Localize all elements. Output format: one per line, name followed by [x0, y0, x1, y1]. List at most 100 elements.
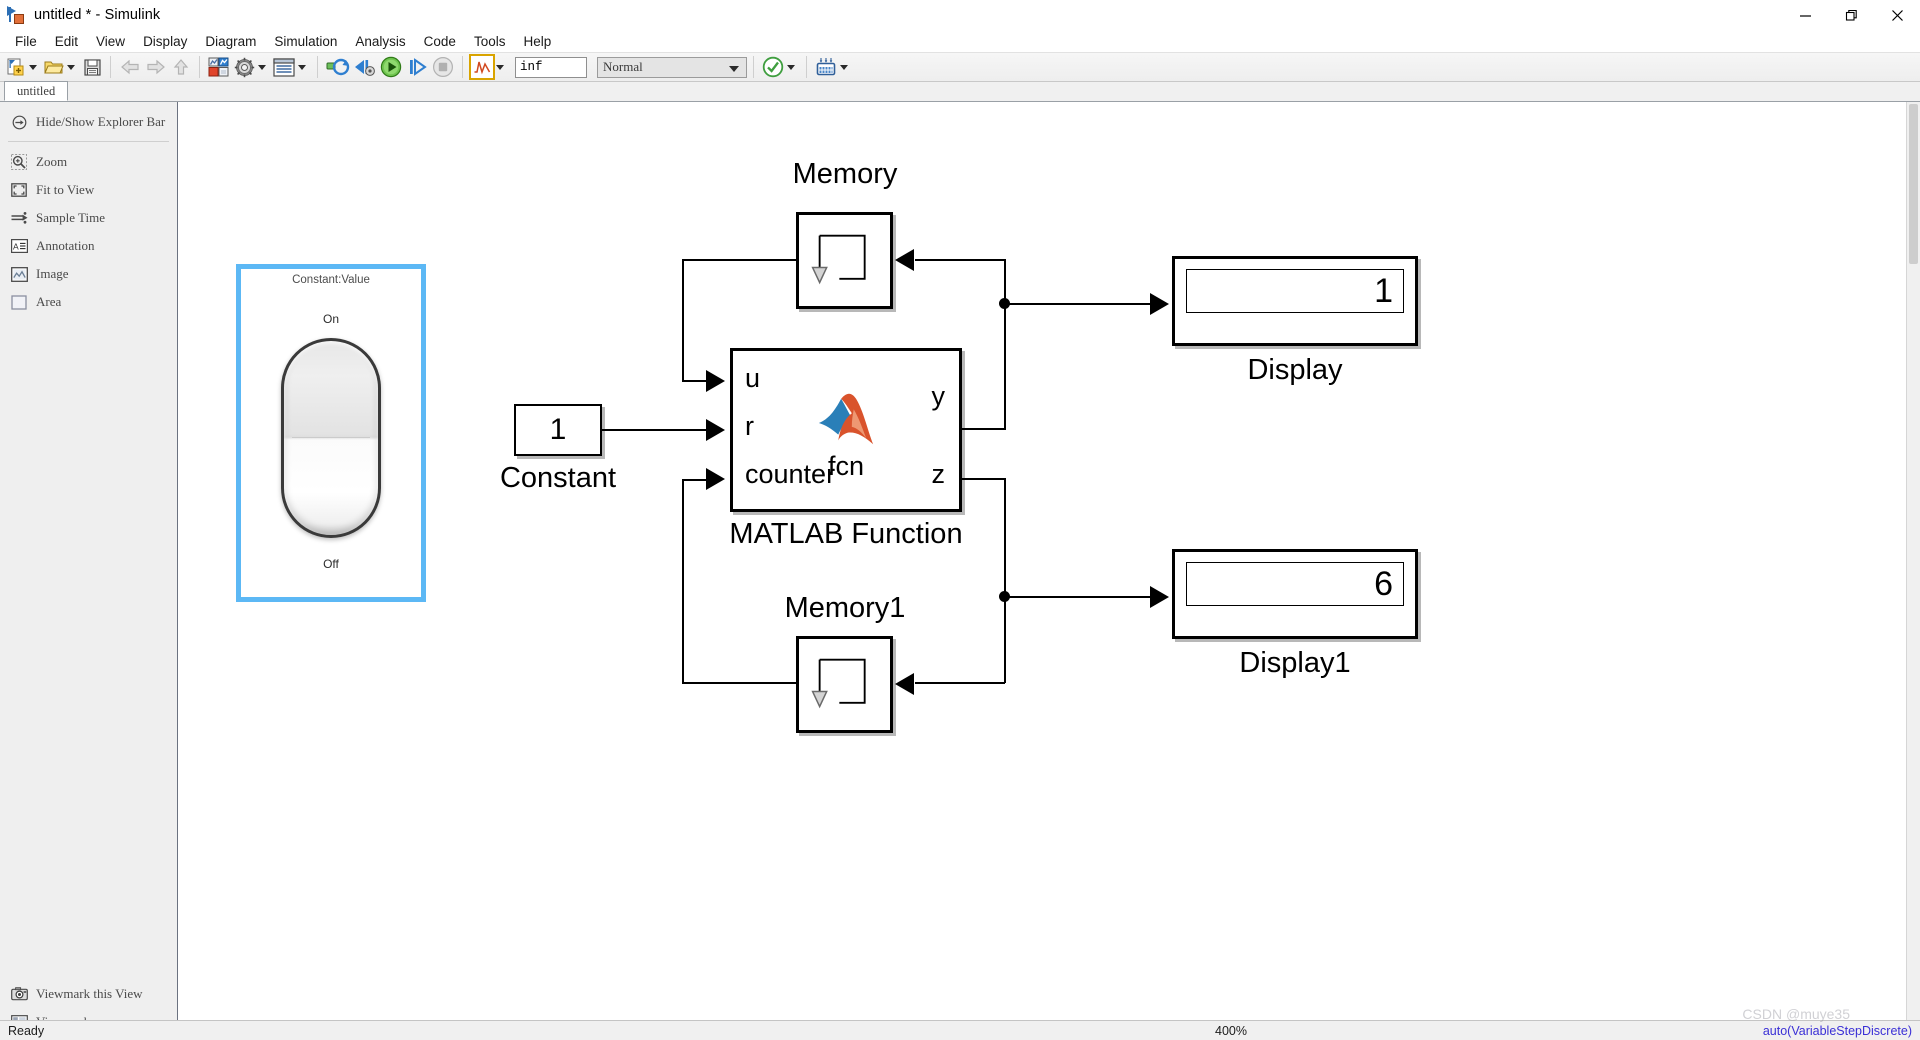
sample-time-icon [10, 209, 28, 227]
sample-time-dropdown-caret[interactable] [840, 64, 848, 70]
wire-memory1-out [682, 682, 797, 684]
wire-memory-to-u [682, 380, 708, 382]
sidebar-label: Zoom [36, 154, 68, 169]
display1-value-field: 6 [1186, 562, 1404, 606]
new-model-dropdown-caret[interactable] [29, 64, 37, 70]
forward-arrow-icon[interactable] [143, 54, 169, 80]
constant-value: 1 [549, 413, 567, 446]
sidebar-item-viewmark-this-view[interactable]: Viewmark this View [0, 980, 177, 1008]
step-forward-icon[interactable] [404, 54, 430, 80]
toolbar-separator-4 [462, 56, 463, 78]
solver-status[interactable]: auto(VariableStepDiscrete) [1762, 1023, 1912, 1038]
open-folder-icon[interactable] [42, 54, 66, 80]
save-icon[interactable] [80, 54, 104, 80]
explorer-divider [8, 141, 169, 142]
close-button[interactable] [1874, 0, 1920, 30]
menu-edit[interactable]: Edit [54, 33, 79, 49]
block-memory1[interactable] [796, 636, 893, 733]
dashboard-rocker-switch[interactable]: Constant:Value On Off [236, 264, 426, 602]
model-explorer-dropdown-caret[interactable] [298, 64, 306, 70]
rocker-switch-toggle[interactable] [281, 338, 381, 538]
image-icon [10, 265, 28, 283]
display-value-field: 1 [1186, 269, 1404, 313]
status-bar: Ready 400% auto(VariableStepDiscrete) [0, 1020, 1920, 1040]
window-title: untitled * - Simulink [34, 6, 161, 23]
minimize-button[interactable] [1782, 0, 1828, 30]
vertical-scroll-thumb[interactable] [1909, 104, 1918, 264]
wire-z-down [1004, 478, 1006, 683]
block-label-display1: Display1 [1239, 647, 1351, 679]
window-controls [1782, 0, 1920, 30]
port-arrow-r [706, 419, 725, 441]
simulation-mode-select[interactable]: Normal [597, 56, 747, 78]
menu-display[interactable]: Display [143, 33, 188, 49]
block-label-display: Display [1247, 354, 1343, 386]
title-bar: untitled * - Simulink [0, 0, 1920, 30]
menu-diagram[interactable]: Diagram [205, 33, 257, 49]
wire-y-to-display [1004, 303, 1156, 305]
canvas-vertical-scrollbar[interactable] [1906, 102, 1920, 1040]
block-matlab-function[interactable]: u r counter y z fcn [730, 348, 962, 512]
block-memory[interactable] [796, 212, 893, 309]
toolbar-separator-2 [199, 56, 200, 78]
sidebar-item-area[interactable]: Area [0, 288, 177, 316]
port-arrow-memory-in [895, 249, 914, 271]
menu-code[interactable]: Code [423, 33, 456, 49]
stop-icon[interactable] [430, 54, 456, 80]
update-model-icon[interactable] [324, 54, 352, 80]
model-advisor-dropdown-caret[interactable] [787, 64, 795, 70]
model-canvas[interactable]: Constant:Value On Off 1 Constant u r cou… [178, 102, 1920, 1040]
sidebar-item-image[interactable]: Image [0, 260, 177, 288]
step-back-icon[interactable] [352, 54, 378, 80]
menu-analysis[interactable]: Analysis [355, 33, 406, 49]
sidebar-item-sample-time[interactable]: Sample Time [0, 204, 177, 232]
outport-label-z: z [931, 459, 946, 489]
menu-tools[interactable]: Tools [473, 33, 506, 49]
tab-untitled[interactable]: untitled [4, 81, 69, 101]
model-advisor-check-icon[interactable] [760, 54, 786, 80]
sidebar-item-annotation[interactable]: A Annotation [0, 232, 177, 260]
new-model-icon[interactable] [4, 54, 28, 80]
sidebar-item-hide-show-explorer-bar[interactable]: Hide/Show Explorer Bar [0, 108, 177, 136]
block-display1[interactable]: 6 [1172, 549, 1418, 639]
scope-icon[interactable] [469, 54, 495, 80]
sample-time-legend-icon[interactable] [813, 54, 839, 80]
fit-to-view-icon [10, 181, 28, 199]
menu-simulation[interactable]: Simulation [274, 33, 338, 49]
menu-view[interactable]: View [96, 33, 126, 49]
sidebar-label: Fit to View [36, 182, 95, 197]
inport-label-u: u [745, 363, 761, 393]
library-browser-icon[interactable] [206, 54, 232, 80]
stop-time-input[interactable] [515, 56, 587, 78]
sidebar-label: Area [36, 294, 62, 309]
sidebar-item-zoom[interactable]: Zoom [0, 148, 177, 176]
zoom-level[interactable]: 400% [1215, 1023, 1247, 1038]
simulation-mode-value: Normal [603, 59, 643, 74]
port-arrow-memory1-in [895, 673, 914, 695]
scope-dropdown-caret[interactable] [496, 64, 504, 70]
menu-bar: File Edit View Display Diagram Simulatio… [0, 30, 1920, 52]
back-arrow-icon[interactable] [117, 54, 143, 80]
wire-memory1-to-counter [682, 479, 708, 481]
sidebar-item-fit-to-view[interactable]: Fit to View [0, 176, 177, 204]
up-arrow-icon[interactable] [169, 54, 193, 80]
wire-y-out [962, 428, 1006, 430]
wire-z-out [962, 478, 1006, 480]
run-icon[interactable] [378, 54, 404, 80]
svg-text:A: A [13, 241, 19, 251]
block-display[interactable]: 1 [1172, 256, 1418, 346]
open-dropdown-caret[interactable] [67, 64, 75, 70]
menu-help[interactable]: Help [523, 33, 552, 49]
gear-icon[interactable] [232, 54, 257, 80]
model-settings-dropdown-caret[interactable] [258, 64, 266, 70]
wire-y-up [1004, 259, 1006, 429]
maximize-restore-button[interactable] [1828, 0, 1874, 30]
area-icon [10, 293, 28, 311]
toolbar-separator-1 [110, 56, 111, 78]
model-explorer-icon[interactable] [271, 54, 297, 80]
hide-show-explorer-icon [10, 113, 28, 131]
menu-file[interactable]: File [15, 33, 37, 49]
wire-z-to-memory1 [915, 682, 1005, 684]
toolbar-separator-3 [317, 56, 318, 78]
block-constant[interactable]: 1 [514, 404, 602, 456]
